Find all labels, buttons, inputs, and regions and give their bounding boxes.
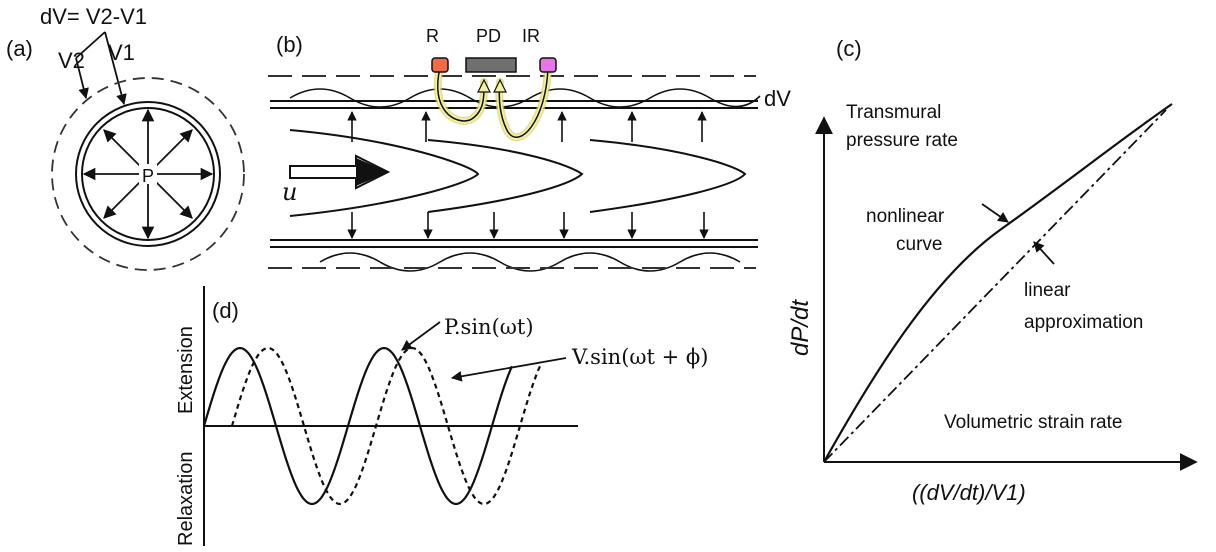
y-axis-label: dP/dt: [787, 299, 814, 356]
panel-b: (b) dV u: [268, 26, 791, 272]
panel-a-label: (a): [6, 36, 33, 61]
pressure-wave: [202, 346, 514, 506]
red-led-sensor: [431, 57, 449, 73]
relaxation-label: Relaxation: [175, 451, 197, 546]
red-light-path-outline: [437, 67, 485, 122]
sensor-pd-label: PD: [476, 26, 501, 46]
panel-d-label: (d): [212, 298, 239, 323]
dv-label: dV: [764, 86, 791, 111]
sensor-ir-label: IR: [522, 26, 540, 46]
sensor-r-label: R: [426, 26, 439, 46]
panel-a: (a) dV= V2-V1 V2 V1 P: [6, 4, 245, 271]
velocity-profiles: [289, 129, 747, 217]
pressure-wave-pointer: [401, 321, 441, 351]
ir-light-path-core: [496, 65, 551, 140]
v2-leader-line: [75, 31, 106, 59]
expanded-vessel-circle: [51, 77, 245, 271]
extension-label: Extension: [175, 326, 197, 414]
flow-arrow: [289, 154, 391, 190]
pressure-wave-label: P.sin(ωt): [444, 315, 534, 339]
volume-wave-label: V.sin(ωt + ϕ): [571, 345, 708, 369]
photodiode-sensor: [465, 57, 517, 73]
linear-label-line2: approximation: [1024, 312, 1143, 333]
vessel-inner-wall: [81, 107, 215, 241]
nonlinear-curve: [823, 103, 1173, 463]
v2-pointer-arrow: [75, 57, 89, 100]
panel-b-label: (b): [276, 32, 303, 57]
bottom-wall-wave: [319, 252, 741, 272]
ir-light-arrowhead: [493, 78, 507, 93]
velocity-profile-curve: [289, 129, 480, 217]
wall-up-arrows: [347, 111, 707, 142]
linear-label-line1: linear: [1024, 280, 1071, 301]
panel-c: (c) Transmural pressure rate dP/dt Volum…: [787, 36, 1198, 505]
linear-pointer-arrow: [1033, 241, 1055, 265]
volume-wave: [230, 346, 542, 506]
vessel-outer-wall: [75, 101, 221, 247]
red-light-arrowhead: [477, 78, 491, 93]
nonlinear-label-line1: nonlinear: [866, 206, 945, 227]
x-title: Volumetric strain rate: [944, 412, 1122, 433]
pressure-label: P: [142, 166, 154, 186]
p-label-backing: [139, 164, 157, 184]
velocity-profile-curve: [589, 139, 747, 213]
nonlinear-pointer-arrow: [981, 203, 1009, 223]
panel-d: (d) Extension Relaxation P.sin(ωt) V.sin…: [175, 286, 708, 546]
flow-label: u: [282, 178, 297, 206]
wall-down-arrows: [347, 212, 709, 239]
y-title-line2: pressure rate: [846, 130, 958, 151]
x-axis-label: ((dV/dt)/V1): [912, 480, 1026, 505]
y-title-line1: Transmural: [846, 102, 941, 123]
linear-approximation-line: [823, 109, 1167, 463]
velocity-profile-curve: [427, 139, 584, 213]
light-paths: [433, 64, 552, 142]
dv-formula: dV= V2-V1: [40, 4, 147, 29]
v2-label: V2: [58, 48, 85, 73]
panel-c-label: (c): [836, 36, 862, 61]
ir-light-path-outline: [498, 67, 549, 138]
volume-wave-pointer: [450, 357, 567, 382]
v1-pointer-arrow: [104, 31, 127, 106]
nonlinear-label-line2: curve: [896, 234, 942, 255]
top-wall-wave: [289, 88, 761, 108]
ir-led-sensor: [539, 57, 557, 73]
